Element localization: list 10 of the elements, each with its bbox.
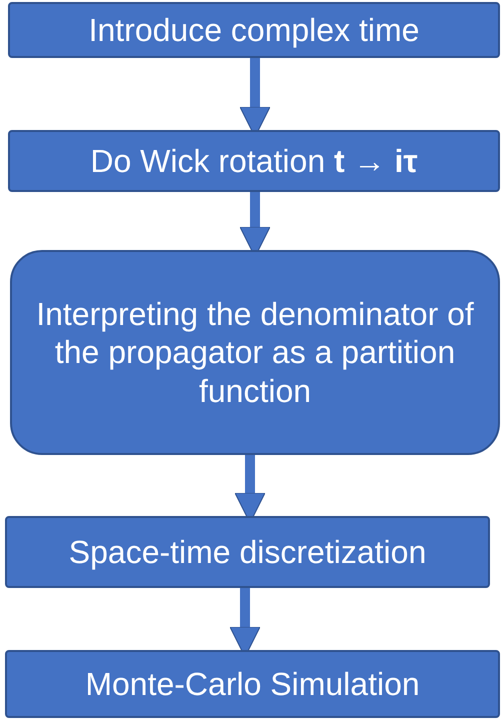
step-text: Monte-Carlo Simulation [85,664,420,704]
step-text: Introduce complex time [88,10,420,50]
step-text: Space-time discretization [68,532,426,572]
process-box [5,516,490,588]
process-box [8,130,500,192]
step-text: Do Wick rotation t → iτ [90,142,418,180]
process-box [10,250,500,455]
step-text: Interpreting the denominator of the propagator as a partition function [35,294,475,410]
process-box [8,2,500,58]
process-box [5,650,500,718]
